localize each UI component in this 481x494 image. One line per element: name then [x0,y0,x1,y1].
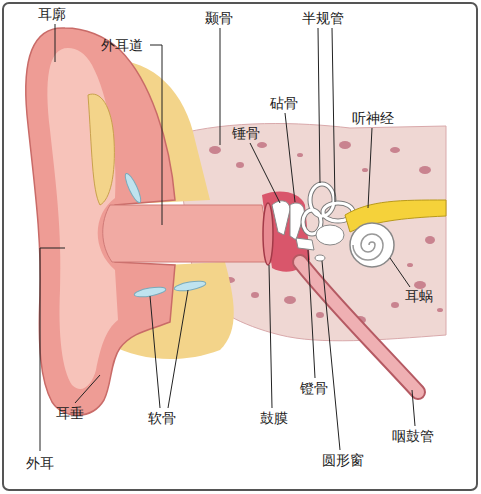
part-label: 咽鼓管 [392,428,434,444]
leader-lines [40,24,415,451]
part-label: 颞骨 [205,10,233,26]
malleus [272,201,290,235]
part-label: 听神经 [352,110,394,126]
vestibule [316,225,344,245]
eustachian-tube [300,262,418,392]
part-label: 圆形窗 [322,452,364,468]
cartilage [174,279,207,292]
part-label: 外耳 [26,455,54,471]
cartilage [123,172,144,204]
part-label: 锤骨 [232,125,260,141]
cochlea [350,223,394,267]
ear-canal [103,205,272,262]
part-label: 外耳道 [101,37,143,53]
part-label: 耳垂 [56,405,84,421]
part-label: 耳廓 [38,6,66,22]
cochlea-spiral [353,234,383,260]
eustachian-tube [300,262,418,392]
cartilage [88,94,114,205]
part-label: 耳蜗 [405,288,433,304]
part-label: 半规管 [302,10,344,26]
part-label: 软骨 [148,410,176,426]
round-window [315,255,325,261]
frame [3,3,477,490]
part-label: 砧骨 [270,95,298,111]
part-label: 鼓膜 [260,410,288,426]
stapes [296,238,314,250]
part-label: 镫骨 [300,380,328,396]
eardrum [263,203,273,265]
